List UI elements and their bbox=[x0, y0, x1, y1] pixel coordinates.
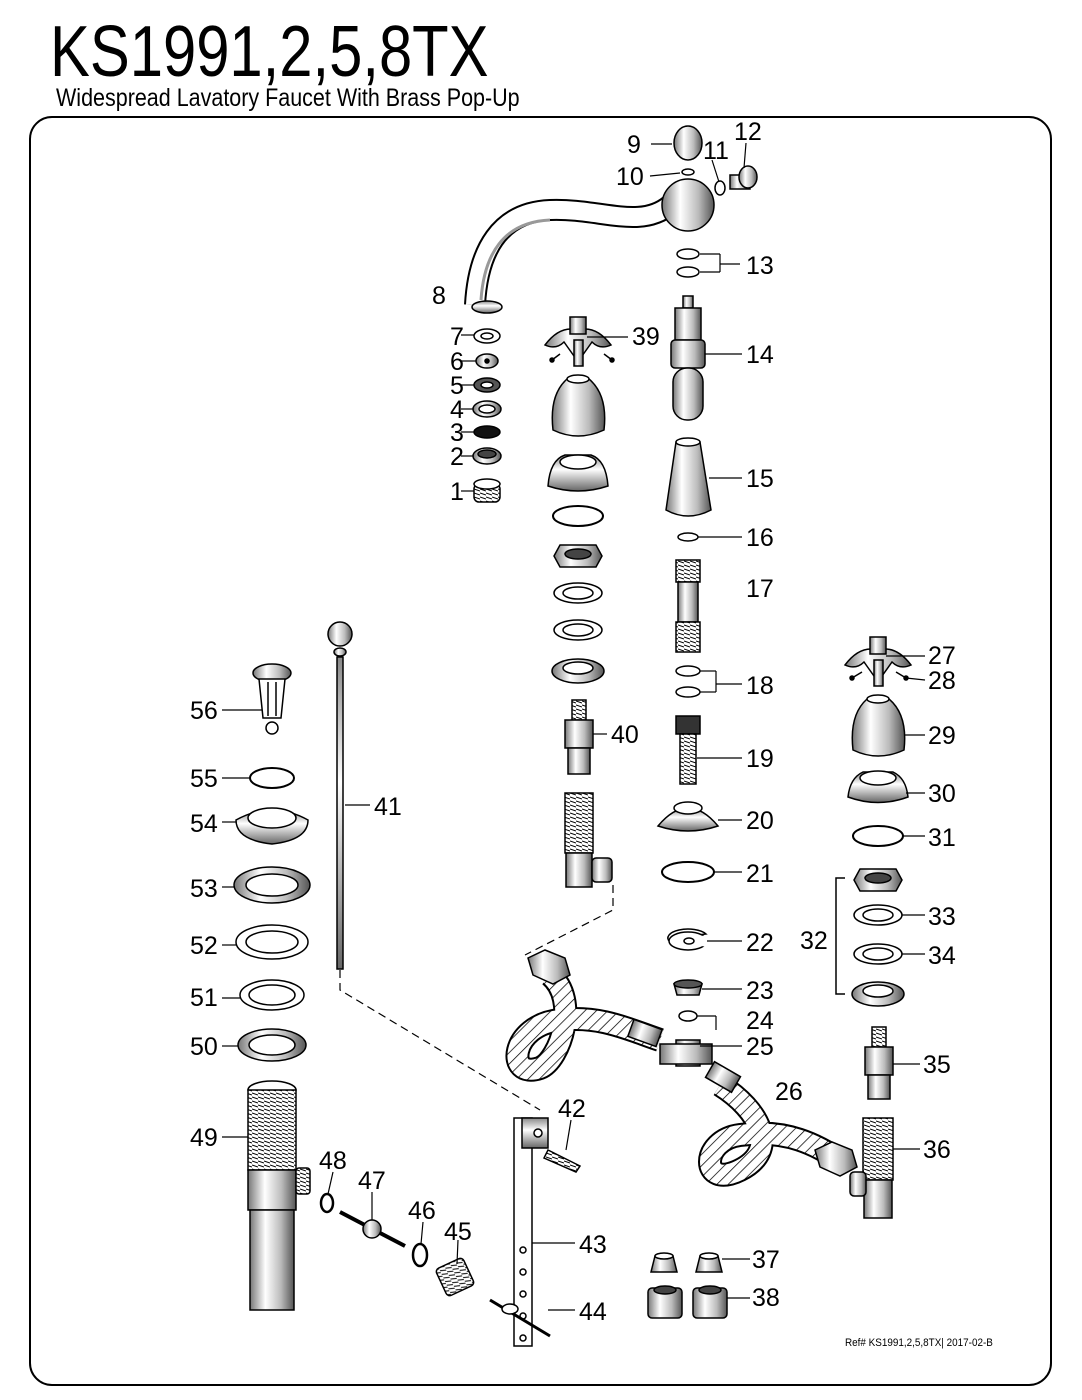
spout-assembly bbox=[464, 125, 758, 1067]
part-label-4: 4 bbox=[450, 396, 464, 424]
part-label-8: 8 bbox=[432, 282, 446, 310]
part-label-29: 29 bbox=[928, 722, 956, 750]
part-label-34: 34 bbox=[928, 942, 956, 970]
diagram-title: KS1991,2,5,8TX bbox=[50, 12, 489, 92]
part-label-28: 28 bbox=[928, 667, 956, 695]
part-label-26: 26 bbox=[775, 1078, 803, 1106]
part-label-32: 32 bbox=[800, 927, 828, 955]
part-label-53: 53 bbox=[190, 875, 218, 903]
part-label-22: 22 bbox=[746, 929, 774, 957]
part-label-56: 56 bbox=[190, 697, 218, 725]
pop-up-drain bbox=[233, 621, 582, 1347]
part-labels: 1 2 3 4 5 6 7 8 9 10 11 12 13 14 15 16 1… bbox=[190, 118, 956, 1326]
part-label-54: 54 bbox=[190, 810, 218, 838]
part-label-40: 40 bbox=[611, 721, 639, 749]
part-label-42: 42 bbox=[558, 1095, 586, 1123]
part-label-13: 13 bbox=[746, 252, 774, 280]
part-label-10: 10 bbox=[616, 163, 644, 191]
hot-handle-assembly bbox=[543, 316, 615, 888]
dashed-leaders bbox=[339, 885, 614, 1111]
part-label-23: 23 bbox=[746, 977, 774, 1005]
aerator-parts bbox=[472, 328, 502, 503]
part-label-37: 37 bbox=[752, 1246, 780, 1274]
part-label-51: 51 bbox=[190, 984, 218, 1012]
part-label-27: 27 bbox=[928, 642, 956, 670]
part-label-11: 11 bbox=[703, 137, 729, 165]
part-label-35: 35 bbox=[923, 1051, 951, 1079]
part-label-7: 7 bbox=[450, 323, 464, 351]
part-label-2: 2 bbox=[450, 443, 464, 471]
part-label-30: 30 bbox=[928, 780, 956, 808]
part-label-9: 9 bbox=[627, 131, 641, 159]
part-label-20: 20 bbox=[746, 807, 774, 835]
part-label-31: 31 bbox=[928, 824, 956, 852]
part-label-25: 25 bbox=[746, 1033, 774, 1061]
part-label-12: 12 bbox=[734, 118, 762, 146]
compression-fittings bbox=[647, 1252, 728, 1319]
leader-lines bbox=[222, 142, 926, 1311]
reference-footer: Ref# KS1991,2,5,8TX| 2017-02-B bbox=[845, 1337, 993, 1349]
part-label-48: 48 bbox=[319, 1147, 347, 1175]
part-label-19: 19 bbox=[746, 745, 774, 773]
part-label-17: 17 bbox=[746, 575, 774, 603]
part-label-50: 50 bbox=[190, 1033, 218, 1061]
part-label-46: 46 bbox=[408, 1197, 436, 1225]
part-label-18: 18 bbox=[746, 672, 774, 700]
part-label-55: 55 bbox=[190, 765, 218, 793]
part-label-38: 38 bbox=[752, 1284, 780, 1312]
cold-handle-assembly bbox=[835, 636, 913, 1219]
part-label-21: 21 bbox=[746, 860, 774, 888]
part-label-6: 6 bbox=[450, 348, 464, 376]
part-label-52: 52 bbox=[190, 932, 218, 960]
part-label-14: 14 bbox=[746, 341, 774, 369]
diagram-frame bbox=[29, 116, 1052, 1386]
part-label-44: 44 bbox=[579, 1298, 607, 1326]
part-label-41: 41 bbox=[374, 793, 402, 821]
diagram-subtitle: Widespread Lavatory Faucet With Brass Po… bbox=[56, 84, 520, 112]
part-label-24: 24 bbox=[746, 1007, 774, 1035]
part-label-15: 15 bbox=[746, 465, 774, 493]
part-label-49: 49 bbox=[190, 1124, 218, 1152]
part-label-45: 45 bbox=[444, 1218, 472, 1246]
part-label-5: 5 bbox=[450, 372, 464, 400]
part-label-36: 36 bbox=[923, 1136, 951, 1164]
part-label-3: 3 bbox=[450, 419, 464, 447]
part-label-33: 33 bbox=[928, 903, 956, 931]
part-label-1: 1 bbox=[450, 478, 464, 506]
part-label-47: 47 bbox=[358, 1167, 386, 1195]
part-label-39: 39 bbox=[632, 323, 660, 351]
supply-hoses bbox=[505, 949, 858, 1187]
part-label-43: 43 bbox=[579, 1231, 607, 1259]
part-label-16: 16 bbox=[746, 524, 774, 552]
